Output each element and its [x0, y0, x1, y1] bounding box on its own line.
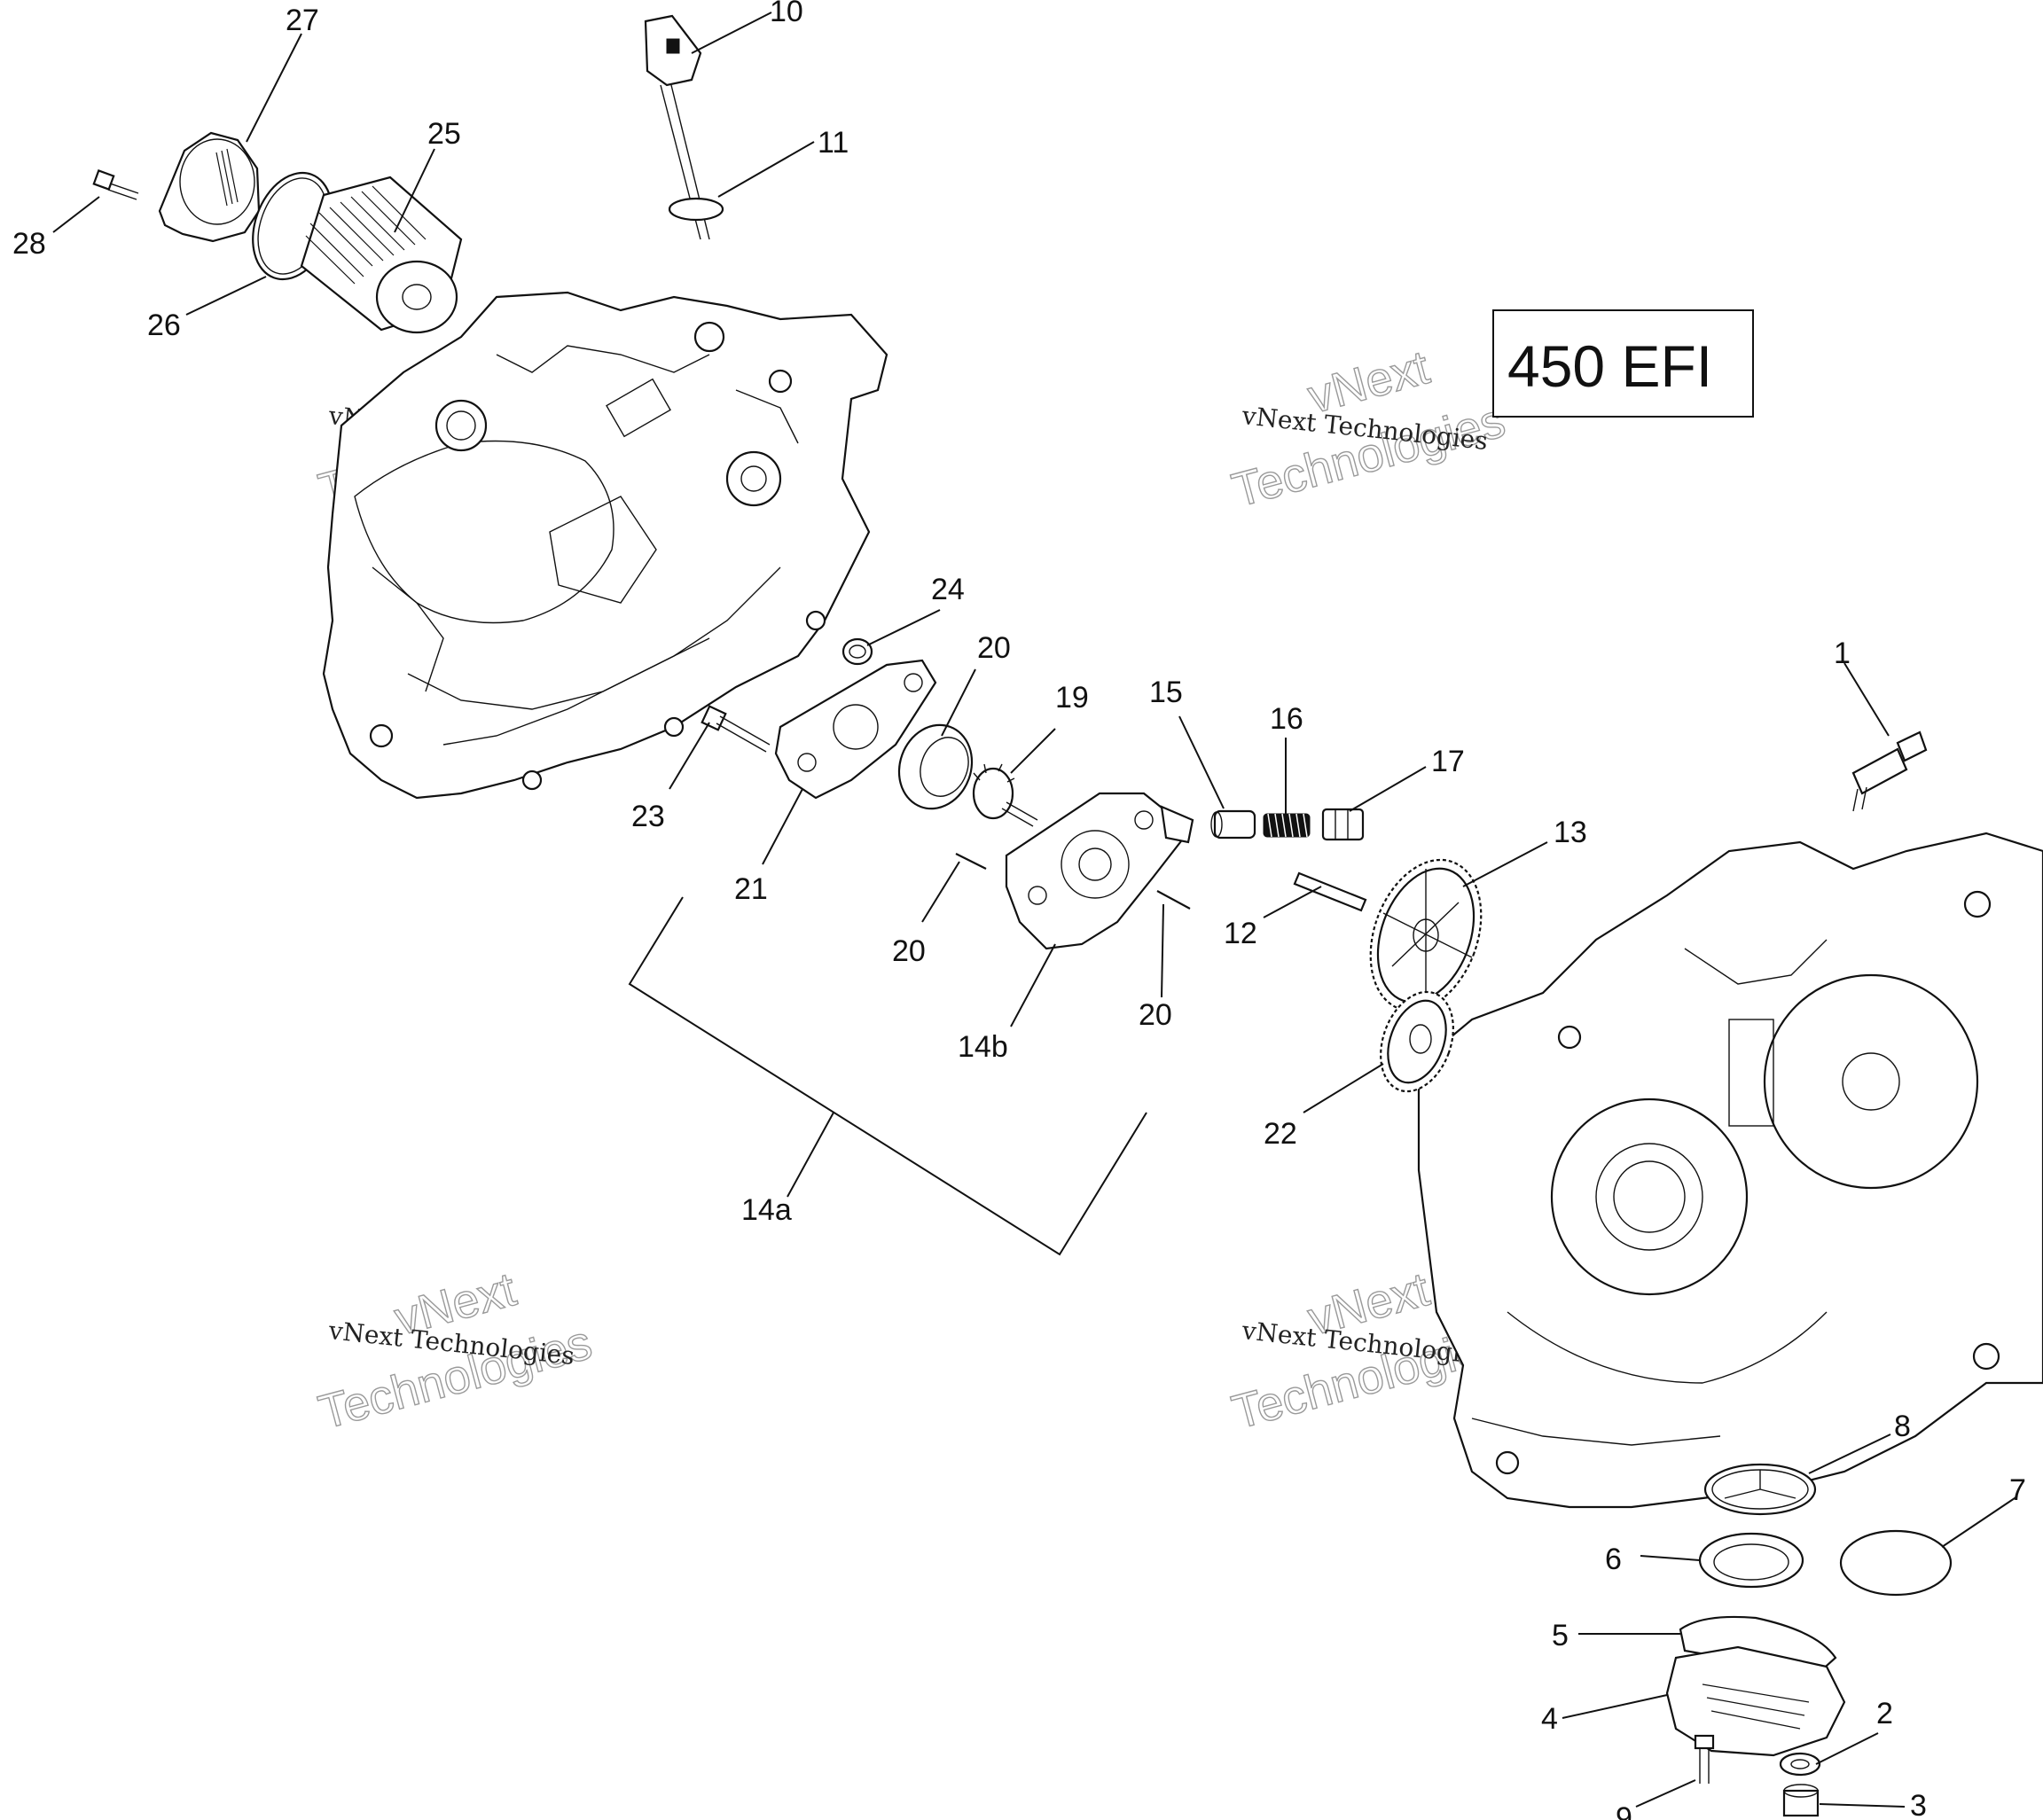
callout-20: 20	[977, 631, 1011, 665]
watermark-bottom-left: vNext Technologies vNext Technologies	[313, 1262, 598, 1441]
bolt-9	[1694, 1734, 1715, 1784]
callout-1: 1	[1834, 637, 1851, 670]
inner-rotor-19	[972, 763, 1038, 827]
dowel-pin-20-right	[1156, 890, 1191, 910]
oil-pump-housing-14b	[1005, 792, 1194, 950]
callout-14a: 14a	[741, 1193, 792, 1227]
relief-valve-plug-17	[1321, 808, 1365, 841]
o-ring-24	[841, 637, 873, 666]
o-ring-7	[1839, 1529, 1953, 1597]
shaft-12	[1293, 871, 1367, 912]
left-crankcase	[322, 291, 888, 800]
callout-22: 22	[1264, 1117, 1297, 1151]
watermark-top-right: vNext Technologies vNext Technologies	[1226, 340, 1511, 519]
callout-27: 27	[286, 4, 319, 37]
callout-15: 15	[1149, 676, 1183, 709]
gear-22	[1380, 990, 1454, 1093]
callout-4: 4	[1541, 1702, 1558, 1736]
callout-14b: 14b	[958, 1030, 1008, 1064]
callout-5: 5	[1552, 1619, 1569, 1652]
callout-25: 25	[427, 117, 461, 151]
gear-13	[1369, 858, 1483, 1012]
o-ring-11	[668, 197, 724, 222]
callout-2: 2	[1876, 1697, 1893, 1730]
callout-12: 12	[1224, 917, 1257, 950]
dipstick-10	[644, 14, 710, 240]
callout-9: 9	[1616, 1801, 1632, 1820]
callout-28: 28	[12, 227, 46, 261]
right-crankcase	[1417, 832, 2043, 1509]
strainer-screen-8	[1703, 1463, 1817, 1516]
callout-8: 8	[1894, 1410, 1911, 1443]
callout-20-b: 20	[892, 934, 926, 968]
strainer-cover-4	[1665, 1645, 1846, 1757]
gasket-6	[1698, 1532, 1804, 1589]
callout-17: 17	[1431, 745, 1465, 778]
callout-20-c: 20	[1139, 998, 1172, 1032]
oil-pump-cover-21	[774, 659, 937, 800]
callout-6: 6	[1605, 1543, 1622, 1576]
sensor-1	[1851, 730, 1928, 812]
leader-lines	[52, 12, 2018, 1808]
callout-21: 21	[734, 872, 768, 906]
callout-3: 3	[1910, 1789, 1927, 1820]
oil-filter-cover	[158, 131, 261, 243]
relief-valve-spring-16	[1263, 813, 1311, 838]
callout-23: 23	[631, 800, 665, 833]
assembly-bracket-14a	[628, 896, 1147, 1256]
model-box: 450 EFI	[1492, 309, 1754, 418]
callout-26: 26	[147, 309, 181, 342]
model-label: 450 EFI	[1507, 333, 1712, 399]
relief-valve-plunger-15	[1210, 809, 1256, 840]
outer-rotor-20	[897, 723, 974, 810]
drain-plug-3	[1782, 1784, 1820, 1817]
callout-19: 19	[1055, 681, 1089, 715]
callout-7: 7	[2009, 1473, 2026, 1507]
callout-10: 10	[770, 0, 803, 28]
callout-16: 16	[1270, 702, 1303, 736]
callout-13: 13	[1554, 816, 1587, 849]
dowel-pin-20-left	[955, 853, 987, 870]
oil-filter-25	[300, 176, 463, 334]
callout-11: 11	[818, 126, 849, 160]
bolt-23	[701, 705, 771, 753]
callout-labels: 27 10 25 11 28 26 24 20 19 15 16 17 1 23…	[12, 0, 2026, 1820]
bolt-28	[92, 168, 139, 200]
callout-24: 24	[931, 573, 965, 606]
washer-2	[1779, 1752, 1821, 1777]
